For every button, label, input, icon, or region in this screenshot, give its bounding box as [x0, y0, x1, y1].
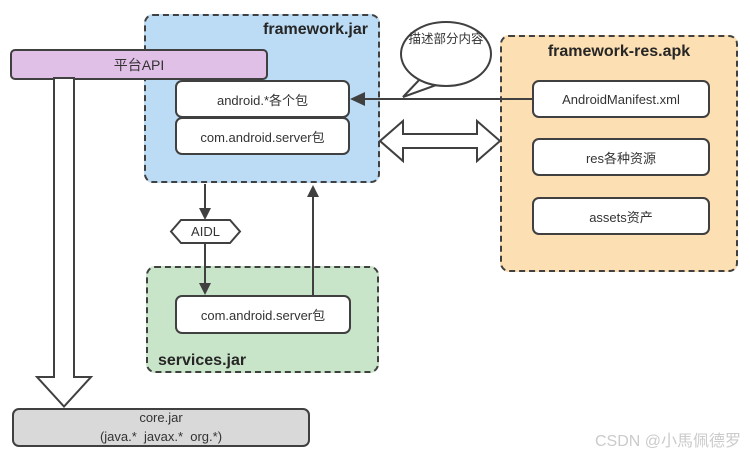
services-server-package-node: com.android.server包: [175, 295, 351, 334]
core-jar-packages: (java.* javax.* org.*): [99, 428, 223, 444]
core-jar-name: core.jar: [139, 410, 183, 426]
callout-tail: [402, 76, 446, 98]
framework-res-apk-title: framework-res.apk: [547, 43, 691, 60]
jar-apk-double-arrow: [378, 118, 502, 164]
assets-node: assets资产: [532, 197, 710, 235]
framework-server-package-node: com.android.server包: [175, 117, 350, 155]
services-jar-title: services.jar: [158, 352, 247, 369]
services-to-framework-arrowhead: [307, 185, 319, 197]
core-jar-node: core.jar (java.* javax.* org.*): [12, 408, 310, 447]
android-packages-node: android.*各个包: [175, 80, 350, 118]
platform-api-node: 平台API: [10, 49, 268, 80]
android-manifest-node: AndroidManifest.xml: [532, 80, 710, 118]
callout-text: 描述部分内容: [408, 32, 484, 46]
aidl-label: AIDL: [191, 224, 220, 239]
platform-api-to-core-arrow: [34, 77, 94, 408]
framework-to-aidl-arrowhead: [199, 208, 211, 220]
res-resources-node: res各种资源: [532, 138, 710, 176]
watermark: CSDN @小馬佩德罗: [594, 433, 741, 450]
framework-jar-title: framework.jar: [263, 21, 368, 38]
